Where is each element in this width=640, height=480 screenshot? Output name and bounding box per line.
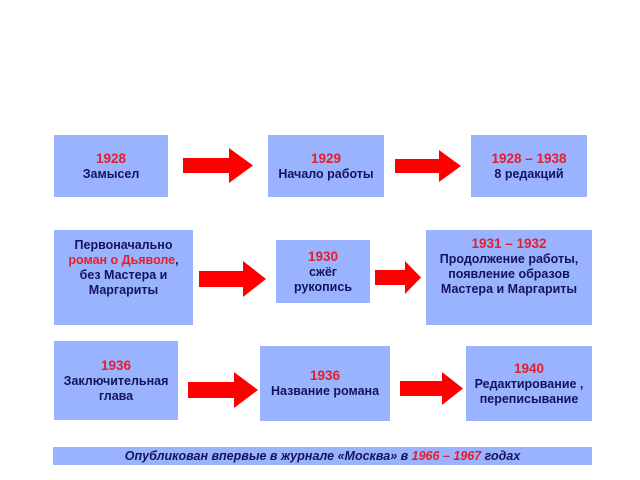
right-arrow-icon	[400, 372, 463, 405]
event-label: Заключительная	[63, 373, 169, 388]
event-label: Маргариты	[88, 283, 159, 297]
event-label: Первоначально	[74, 238, 173, 252]
right-arrow-icon	[375, 261, 421, 294]
box-1940-editing: 1940 Редактирование , переписывание	[466, 346, 592, 421]
event-label: Мастера и Маргариты	[440, 282, 578, 296]
box-1936-final-chapter: 1936 Заключительная глава	[54, 341, 178, 420]
year-label: 1929	[310, 150, 342, 166]
right-arrow-icon	[183, 148, 253, 183]
event-label: Начало работы	[278, 166, 374, 181]
box-1928-1938-editions: 1928 – 1938 8 редакций	[471, 135, 587, 197]
event-label: появление образов	[448, 267, 570, 281]
publication-note-suffix: годах	[481, 449, 521, 463]
year-label: 1936	[309, 368, 341, 383]
box-original-novel: Первоначально роман о Дьяволе, без Масте…	[54, 230, 193, 325]
event-label: Название романа	[270, 384, 380, 398]
box-1928-idea: 1928 Замысел	[54, 135, 168, 197]
year-label: 1930	[307, 248, 339, 264]
event-label: 8 редакций	[494, 166, 564, 181]
event-label: глава	[98, 388, 134, 403]
right-arrow-icon	[188, 372, 258, 408]
year-label: 1940	[513, 360, 545, 376]
event-label: без Мастера и	[79, 268, 168, 282]
year-label: 1931 – 1932	[471, 236, 547, 251]
event-label: рукопись	[293, 279, 353, 294]
event-label-highlight-line: роман о Дьяволе,	[68, 253, 179, 267]
year-label: 1928	[95, 150, 127, 166]
publication-note-prefix: Опубликован впервые в журнале «Москва» в	[124, 449, 412, 463]
year-label: 1928 – 1938	[491, 150, 567, 166]
year-label: 1936	[100, 357, 132, 373]
box-1929-start: 1929 Начало работы	[268, 135, 384, 197]
right-arrow-icon	[199, 261, 266, 297]
box-1931-1932-continuation: 1931 – 1932 Продолжение работы, появлени…	[426, 230, 592, 325]
event-label: переписывание	[479, 391, 579, 406]
event-label: Замысел	[82, 166, 140, 181]
publication-years: 1966 – 1967	[411, 449, 482, 463]
event-label: Редактирование ,	[474, 376, 584, 391]
event-label: Продолжение работы,	[439, 252, 579, 266]
highlight-text: роман о Дьяволе	[68, 253, 176, 267]
event-label: сжёг	[309, 264, 337, 279]
box-1930-burned: 1930 сжёг рукопись	[276, 240, 370, 303]
publication-note: Опубликован впервые в журнале «Москва» в…	[53, 447, 592, 465]
right-arrow-icon	[395, 150, 461, 182]
box-1936-title: 1936 Название романа	[260, 346, 390, 421]
